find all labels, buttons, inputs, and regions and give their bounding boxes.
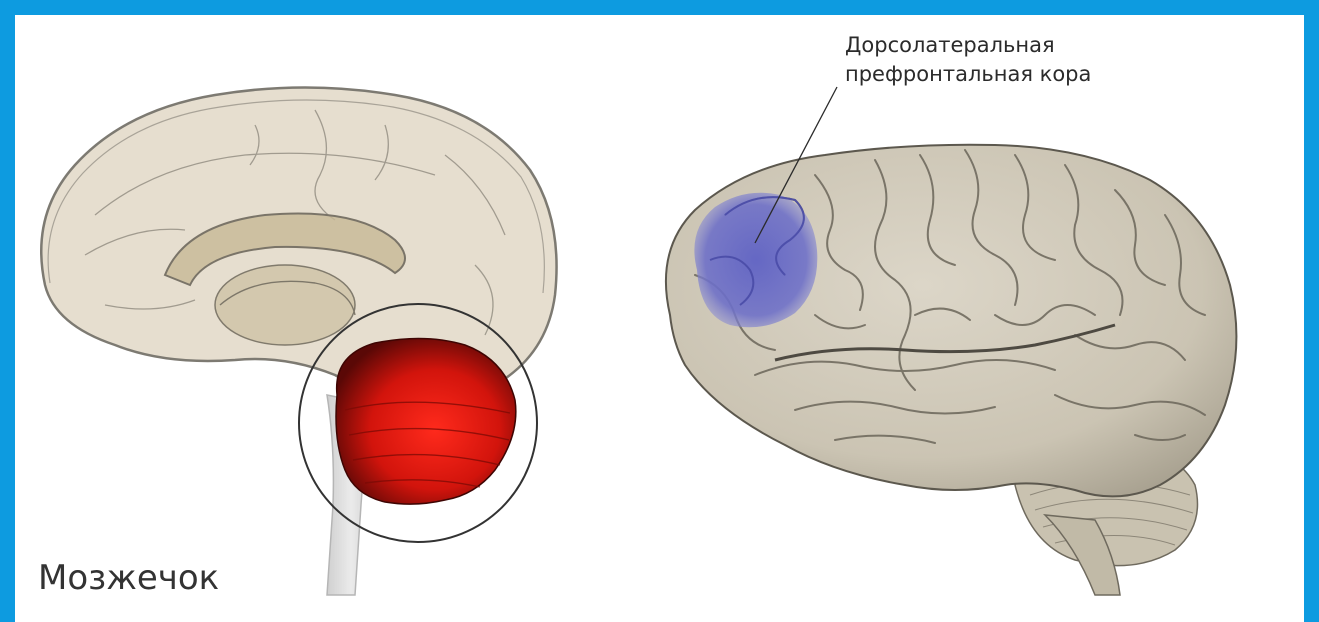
cerebellum xyxy=(336,338,516,504)
dlpfc-label-line-2: префронтальная кора xyxy=(845,60,1091,89)
figure-frame: Мозжечок xyxy=(15,15,1304,622)
dlpfc-callout-label: Дорсолатеральная префронтальная кора xyxy=(845,31,1091,89)
thalamus xyxy=(215,265,355,345)
left-panel-cerebellum: Мозжечок xyxy=(15,15,575,622)
sagittal-brain-illustration xyxy=(15,15,575,622)
dlpfc-label-line-1: Дорсолатеральная xyxy=(845,31,1091,60)
lateral-brain-illustration xyxy=(575,15,1304,622)
right-panel-dlpfc: Дорсолатеральная префронтальная кора xyxy=(575,15,1304,622)
cerebellum-caption: Мозжечок xyxy=(38,561,219,595)
